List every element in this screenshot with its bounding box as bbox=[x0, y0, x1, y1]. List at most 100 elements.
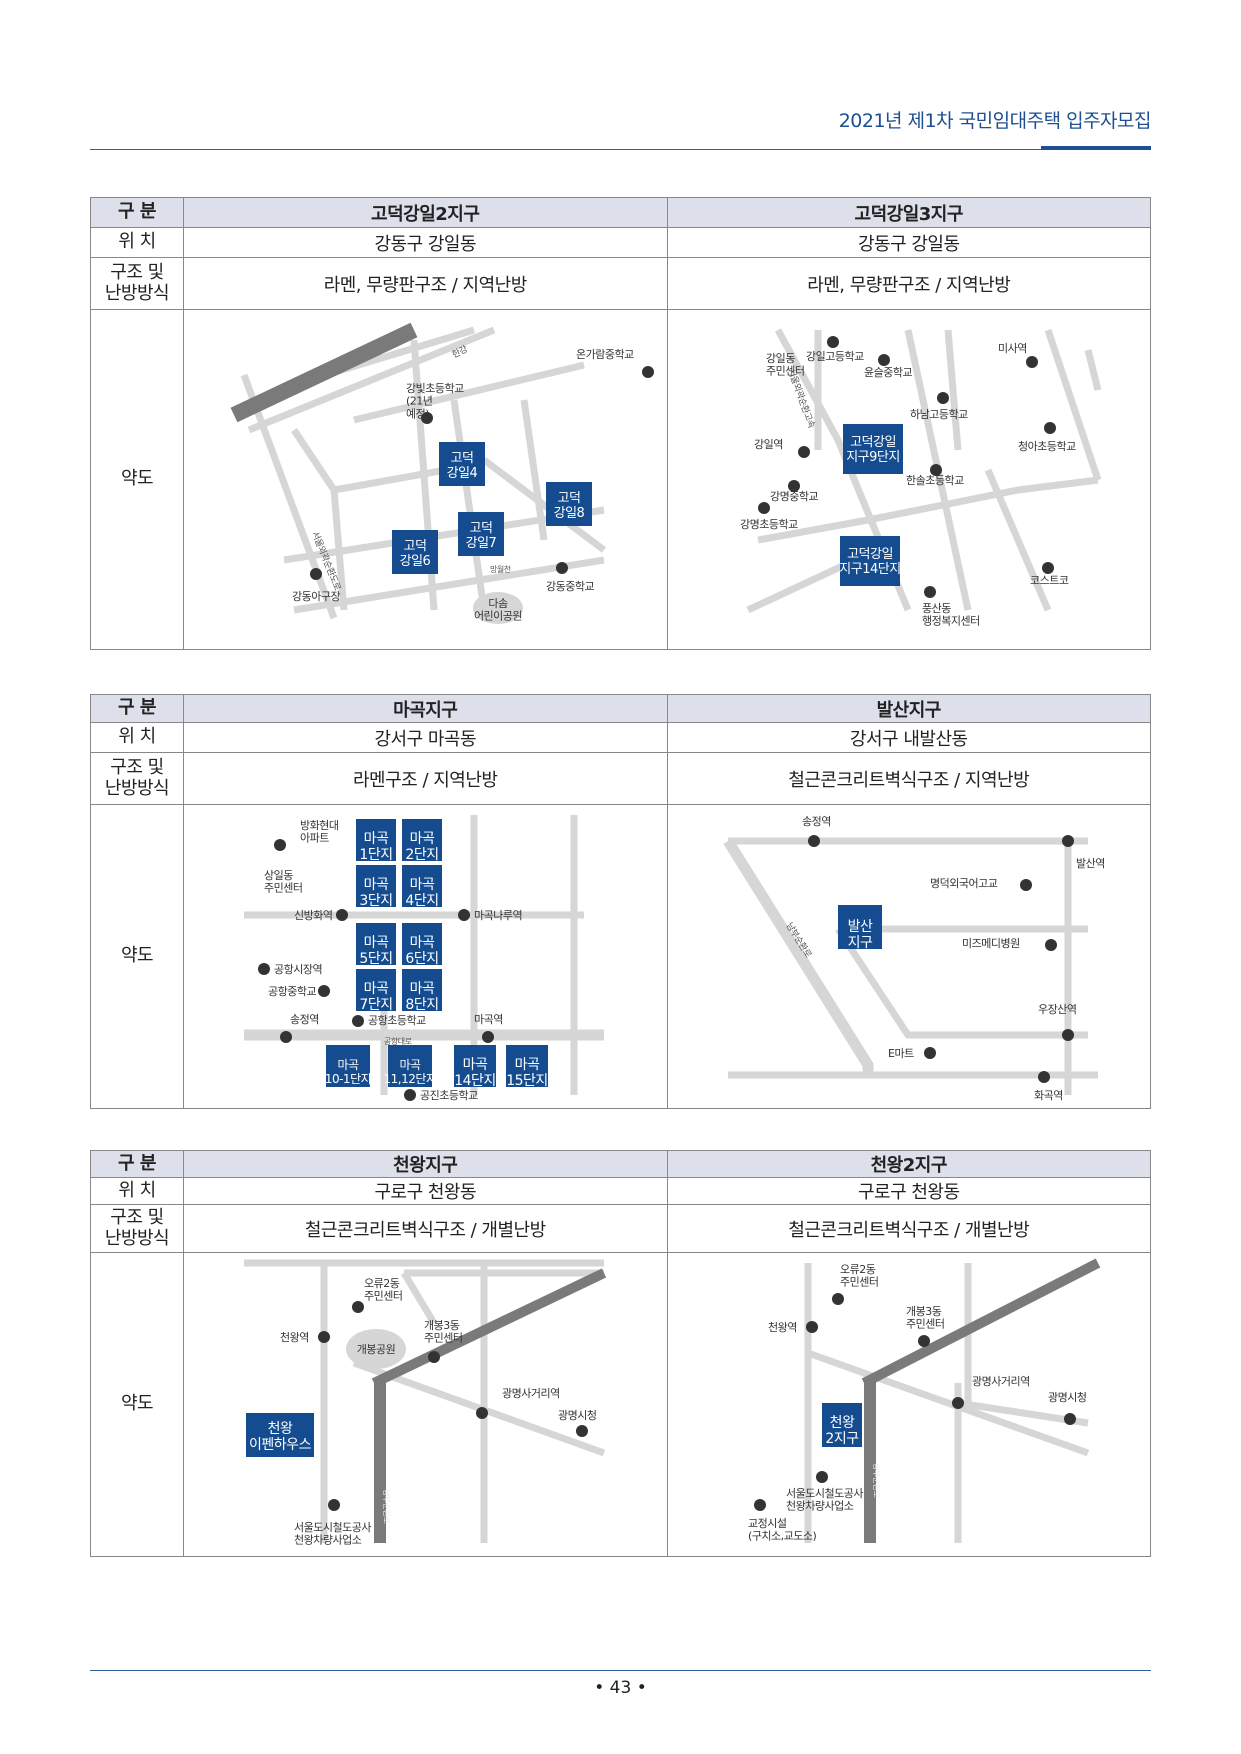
label-line: 오류2동 bbox=[840, 1263, 876, 1276]
map-place-marker bbox=[258, 963, 270, 975]
map-place-label: 온가람중학교 bbox=[576, 348, 634, 361]
label-line: 서울도시철도공사 bbox=[786, 1487, 863, 1500]
structure-value: 철근콘크리트벽식구조 / 개별난방 bbox=[666, 1204, 1151, 1253]
label-line: 마곡 bbox=[410, 877, 435, 893]
location-label: 위 치 bbox=[90, 722, 184, 753]
label-line: 고덕강일 bbox=[847, 547, 893, 562]
map-place-marker bbox=[805, 1321, 818, 1333]
map-place-label: 청아초등학교 bbox=[1018, 440, 1076, 453]
map-place-marker bbox=[1037, 1071, 1050, 1083]
map-place-marker bbox=[458, 909, 470, 921]
label-line: 마곡 bbox=[515, 1057, 540, 1073]
page-number: • 43 • bbox=[594, 1678, 647, 1698]
label-line: 마곡 bbox=[399, 1058, 421, 1072]
complex-marker bbox=[402, 865, 442, 907]
label-line: 주민센터 bbox=[264, 882, 302, 895]
map-place-marker bbox=[815, 1471, 828, 1483]
map-place-marker bbox=[797, 446, 810, 458]
map-place-marker bbox=[274, 839, 286, 851]
map-place-label: 공항시장역 bbox=[274, 963, 322, 976]
map-place-label: 개봉공원 bbox=[357, 1343, 395, 1356]
map-road-label: 망월천 bbox=[490, 564, 511, 574]
map-place-label: 신방화역 bbox=[294, 909, 332, 922]
map-label: 약도 bbox=[90, 309, 184, 650]
map-place-marker bbox=[421, 412, 433, 424]
label-line: 아파트 bbox=[300, 832, 329, 845]
category-label: 구 분 bbox=[90, 694, 184, 723]
map-place-label: E마트 bbox=[888, 1047, 914, 1060]
map-place-marker bbox=[328, 1499, 340, 1511]
label-line: 지구 bbox=[847, 935, 872, 951]
label-line: 주민센터 bbox=[364, 1290, 402, 1303]
label-line: 이펜하우스 bbox=[249, 1437, 312, 1453]
structure-value: 철근콘크리트벽식구조 / 지역난방 bbox=[666, 752, 1151, 805]
map-place-marker bbox=[576, 1425, 588, 1437]
map-place-label: 발산역 bbox=[1076, 857, 1105, 870]
complex-name: 발산지구 bbox=[666, 694, 1151, 723]
label-line: 개봉3동 bbox=[424, 1319, 460, 1332]
category-label: 구 분 bbox=[90, 197, 184, 228]
map-place-label: 천왕역 bbox=[280, 1330, 309, 1344]
map-place-label: 코스트코 bbox=[1030, 574, 1069, 587]
label-line: 4단지 bbox=[405, 893, 438, 909]
label-line: 천왕 bbox=[829, 1415, 854, 1431]
label-line: 천왕차량사업소 bbox=[786, 1499, 854, 1513]
map-place-marker bbox=[929, 464, 942, 476]
map-place-label: 미사역 bbox=[998, 342, 1027, 355]
map-place-marker bbox=[917, 1335, 930, 1347]
map-place-label: 광명시청 bbox=[1048, 1391, 1086, 1404]
label-line: 다솜 bbox=[488, 597, 508, 610]
label-line: 11,12단지 bbox=[384, 1072, 437, 1086]
location-map: 남부순환로 송정역 발산역 명덕외국어고교 미즈메디병원 우장산역 E마트 화곡… bbox=[666, 804, 1151, 1109]
map-place-label: 교정시설(구치소,교도소) bbox=[748, 1517, 817, 1543]
header-rule bbox=[90, 149, 1151, 150]
map-place-marker bbox=[336, 909, 348, 921]
label-line: 2단지 bbox=[405, 847, 438, 863]
map-place-label: 천왕역 bbox=[768, 1320, 797, 1334]
label-line: (21년 bbox=[406, 395, 432, 408]
map-place-marker bbox=[428, 1351, 440, 1363]
map-place-marker bbox=[831, 1293, 844, 1305]
map-label: 약도 bbox=[90, 1252, 184, 1557]
label-line: 주민센터 bbox=[840, 1276, 878, 1289]
map-place-marker bbox=[1044, 939, 1057, 951]
map-place-marker bbox=[352, 1015, 364, 1027]
map-place-marker bbox=[352, 1301, 364, 1313]
label-line: 7단지 bbox=[359, 997, 392, 1013]
map-place-label: 마곡나루역 bbox=[474, 909, 522, 922]
label-line: 지구14단지 bbox=[839, 562, 900, 577]
map-place-marker bbox=[787, 480, 800, 492]
complex-name: 고덕강일2지구 bbox=[183, 197, 668, 228]
complex-marker bbox=[546, 482, 592, 526]
map-place-label: 송정역 bbox=[802, 815, 831, 828]
structure-value: 철근콘크리트벽식구조 / 개별난방 bbox=[183, 1204, 668, 1253]
location-value: 강서구 내발산동 bbox=[666, 722, 1151, 753]
map-place-marker bbox=[1061, 835, 1074, 847]
map-place-label: 강일고등학교 bbox=[806, 349, 864, 363]
map-place-marker bbox=[826, 336, 839, 348]
map-place-label: 강동중학교 bbox=[546, 580, 594, 593]
complex-marker bbox=[837, 905, 882, 949]
location-label: 위 치 bbox=[90, 227, 184, 258]
map-place-marker bbox=[1043, 422, 1056, 434]
label-line: 개봉3동 bbox=[906, 1305, 942, 1318]
